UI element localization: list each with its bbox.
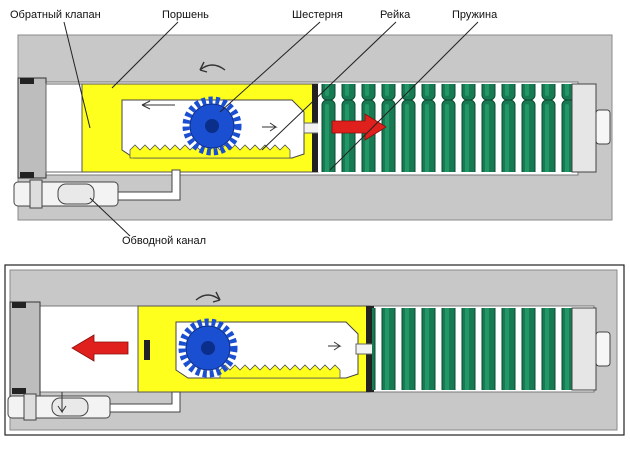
top-rod-arrow-icon: [262, 122, 278, 132]
label-check-valve: Обратный клапан: [10, 9, 101, 21]
top-motion-arrow-icon: [331, 113, 387, 141]
bottom-rack: [219, 364, 341, 379]
top-gear: [182, 96, 242, 156]
bottom-right-end-cap: [571, 307, 597, 391]
bottom-left-end-cap: [9, 301, 41, 397]
top-leader-lines: [63, 21, 479, 237]
label-piston: Поршень: [162, 9, 209, 21]
bottom-panel: [4, 264, 625, 436]
top-rotation-arrow-icon: [199, 64, 226, 71]
label-rack: Рейка: [380, 9, 411, 21]
bottom-check-valve: [144, 340, 150, 360]
bottom-rack-arrow-icon: [328, 341, 342, 351]
top-left-end-cap: [17, 77, 47, 179]
label-spring: Пружина: [452, 9, 498, 21]
top-left-chamber: [45, 83, 83, 173]
bottom-bypass-arrow-icon: [57, 392, 67, 414]
bottom-spring: [372, 308, 572, 390]
bottom-rotation-arrow-icon: [195, 294, 221, 301]
top-right-end-cap: [571, 83, 597, 173]
top-rack-arrow-icon: [141, 100, 175, 110]
bottom-gear: [178, 318, 238, 378]
top-panel: Обратный клапан Поршень Шестерня Рейка П…: [10, 9, 613, 247]
bottom-motion-arrow-icon: [71, 334, 129, 362]
label-gear: Шестерня: [292, 9, 343, 21]
label-bypass-channel: Обводной канал: [122, 235, 206, 247]
